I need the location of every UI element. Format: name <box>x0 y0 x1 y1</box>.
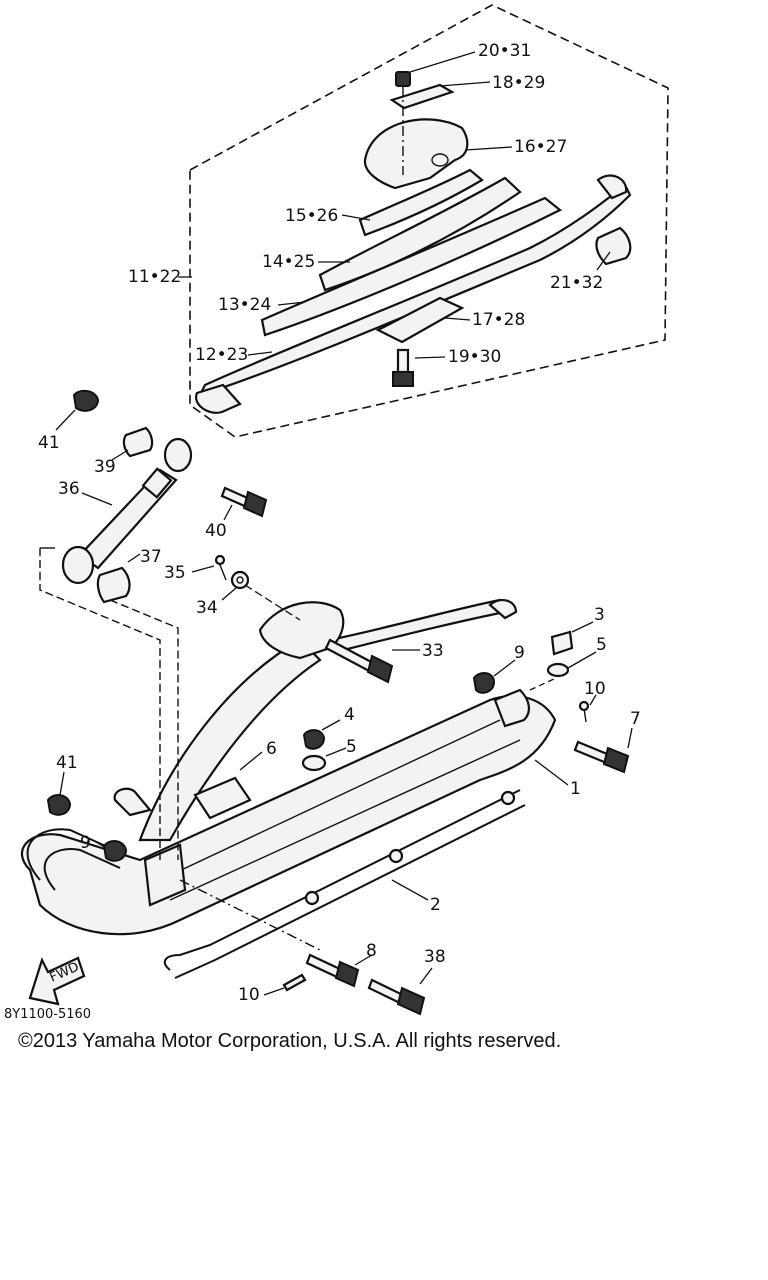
callout-13-24: 13•24 <box>218 295 271 315</box>
callout-34: 34 <box>196 598 218 618</box>
callout-9-right: 9 <box>514 643 525 663</box>
callout-4: 4 <box>344 705 355 725</box>
callout-9-lower: 9 <box>80 833 91 853</box>
callout-14-25: 14•25 <box>262 252 315 272</box>
callout-17-28: 17•28 <box>472 310 525 330</box>
callout-19-30: 19•30 <box>448 347 501 367</box>
callout-20-31: 20•31 <box>478 41 531 61</box>
callout-labels: 20•31 18•29 16•27 15•26 14•25 11•22 21•3… <box>38 41 641 1005</box>
callout-2: 2 <box>430 895 441 915</box>
callout-16-27: 16•27 <box>514 137 567 157</box>
spring-group-boundary <box>189 4 669 438</box>
callout-11-22: 11•22 <box>128 267 181 287</box>
callout-41-top: 41 <box>38 433 60 453</box>
callout-10-right: 10 <box>584 679 606 699</box>
callout-3: 3 <box>594 605 605 625</box>
callout-5-center: 5 <box>346 737 357 757</box>
leader-lines <box>55 51 633 996</box>
callout-6: 6 <box>266 739 277 759</box>
copyright-notice: ©2013 Yamaha Motor Corporation, U.S.A. A… <box>18 1030 562 1052</box>
callout-12-23: 12•23 <box>195 345 248 365</box>
ski-assembly <box>20 547 630 1016</box>
callout-10-lower: 10 <box>238 985 260 1005</box>
callout-37: 37 <box>140 547 162 567</box>
callout-15-26: 15•26 <box>285 206 338 226</box>
shock-absorber-group <box>61 389 268 604</box>
callout-5-right: 5 <box>596 635 607 655</box>
callout-40: 40 <box>205 521 227 541</box>
diagram-code: 8Y1100-5160 <box>4 1007 91 1022</box>
callout-8: 8 <box>366 941 377 961</box>
callout-41-lower: 41 <box>56 753 78 773</box>
callout-7: 7 <box>630 709 641 729</box>
fwd-arrow-icon: FWD <box>28 956 86 1006</box>
callout-39: 39 <box>94 457 116 477</box>
leaf-spring-group <box>194 71 632 414</box>
callout-33: 33 <box>422 641 444 661</box>
callout-35: 35 <box>164 563 186 583</box>
callout-36: 36 <box>58 479 80 499</box>
callout-38: 38 <box>424 947 446 967</box>
callout-21-32: 21•32 <box>550 273 603 293</box>
ski-assembly-exploded-diagram: FWD <box>4 4 669 1022</box>
callout-1: 1 <box>570 779 581 799</box>
callout-18-29: 18•29 <box>492 73 545 93</box>
